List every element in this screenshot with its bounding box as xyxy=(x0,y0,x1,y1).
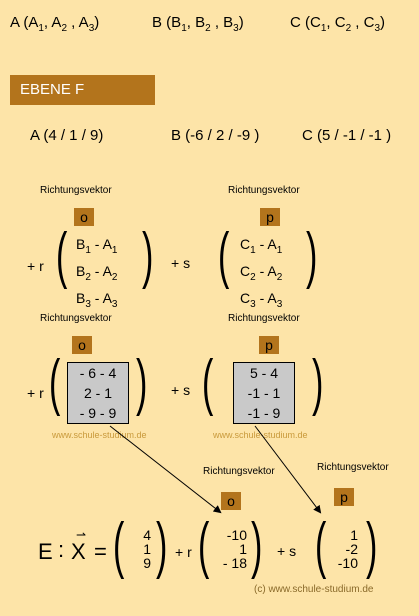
point-c-general: C (C1, C2 , C3) xyxy=(290,14,386,34)
bracket-right: ) xyxy=(142,221,154,290)
colon: : xyxy=(58,537,65,562)
plane-name: E xyxy=(38,539,53,564)
matrix-o-symbolic: B1 - A1 B2 - A2 B3 - A3 xyxy=(76,236,118,310)
vector-arrow-icon: ⇀ xyxy=(76,528,87,542)
bracket-right: ) xyxy=(251,511,263,580)
direction-vector-label-o: Richtungsvektor xyxy=(40,185,112,196)
direction-vector-p-result: 1-2-10 xyxy=(337,527,358,571)
point-a-general: A (A1, A2 , A3) xyxy=(10,14,100,34)
arrow-p xyxy=(254,425,322,514)
direction-vector-label-o: Richtungsvektor xyxy=(203,466,275,477)
arrow-o xyxy=(109,425,222,514)
bracket-right: ) xyxy=(136,348,148,417)
r-parameter: + r xyxy=(175,544,192,560)
s-parameter: + s xyxy=(171,382,191,398)
watermark: www.schule-studium.de xyxy=(213,430,308,440)
copyright: (c) www.schule-studium.de xyxy=(254,584,374,595)
point-b-general: B (B1, B2 , B3) xyxy=(152,14,244,34)
point-b: B (-6 / 2 / -9 ) xyxy=(171,127,260,144)
r-parameter: + r xyxy=(27,258,44,274)
s-parameter: + s xyxy=(277,543,297,559)
bracket-left: ( xyxy=(218,221,230,290)
position-vector-x: X xyxy=(71,539,86,564)
s-parameter: + s xyxy=(171,255,191,271)
equals: = xyxy=(94,539,107,564)
watermark: www.schule-studium.de xyxy=(52,430,147,440)
bracket-left: ( xyxy=(49,348,61,417)
banner-title: EBENE F xyxy=(20,81,85,98)
direction-vector-label-o: Richtungsvektor xyxy=(40,313,112,324)
bracket-right: ) xyxy=(312,348,324,417)
bracket-left: ( xyxy=(113,511,125,580)
r-parameter: + r xyxy=(27,385,44,401)
direction-vector-label-p: Richtungsvektor xyxy=(317,462,389,473)
bracket-left: ( xyxy=(198,511,210,580)
vector-o-badge: o xyxy=(74,208,94,226)
matrix-p-symbolic: C1 - A1 C2 - A2 C3 - A3 xyxy=(240,236,283,310)
bracket-left: ( xyxy=(202,348,214,417)
point-c: C (5 / -1 / -1 ) xyxy=(302,127,392,144)
vector-p-badge: p xyxy=(260,208,280,226)
direction-vector-label-p: Richtungsvektor xyxy=(228,313,300,324)
matrix-p-numeric: 5 - 4-1 - 1-1 - 9 xyxy=(233,362,295,424)
direction-vector-label-p: Richtungsvektor xyxy=(228,185,300,196)
vector-p-badge: p xyxy=(259,336,279,354)
vector-o-badge: o xyxy=(72,336,92,354)
bracket-left: ( xyxy=(315,511,327,580)
bracket-left: ( xyxy=(56,221,68,290)
vector-o-badge: o xyxy=(221,492,241,510)
bracket-right: ) xyxy=(156,511,168,580)
bracket-right: ) xyxy=(306,221,318,290)
section-banner: EBENE F xyxy=(10,75,155,105)
point-a: A (4 / 1 / 9) xyxy=(30,127,104,144)
vector-p-badge: p xyxy=(334,488,354,506)
bracket-right: ) xyxy=(366,511,378,580)
